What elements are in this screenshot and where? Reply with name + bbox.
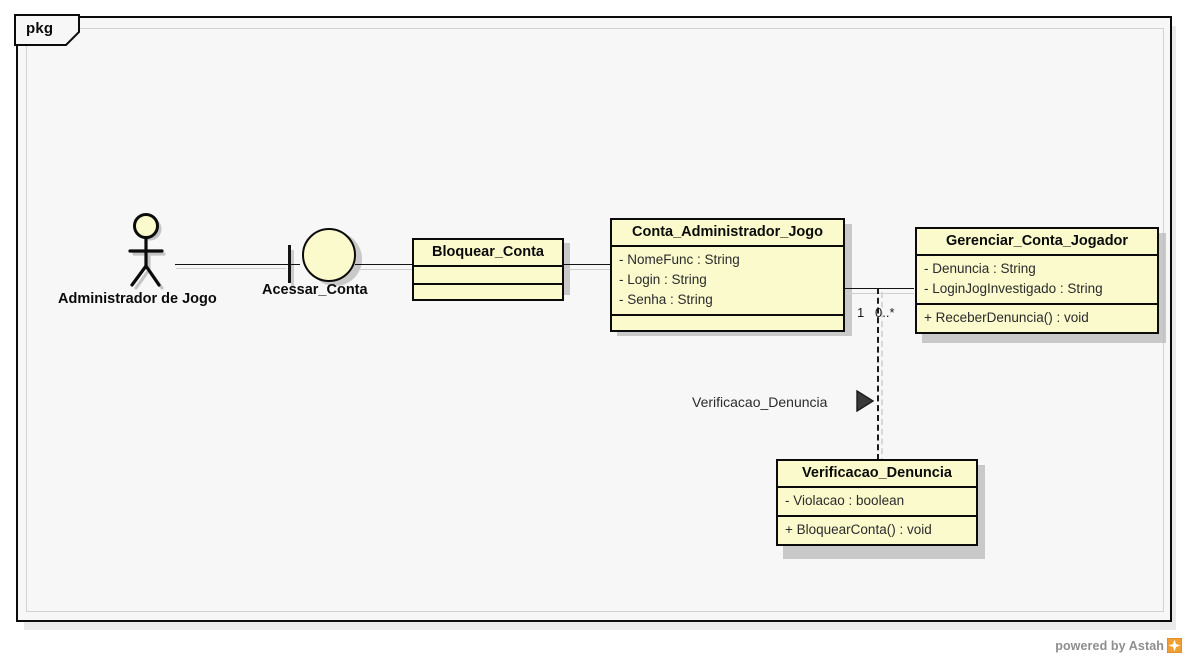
class-attribute: - Login : String (619, 272, 707, 287)
watermark-label: powered by Astah (1055, 638, 1164, 653)
usecase-acessar-conta[interactable] (302, 228, 356, 282)
package-tab: pkg (14, 14, 80, 46)
target-multiplicity-label: 0..* (875, 305, 895, 320)
class-title: Conta_Administrador_Jogo (612, 220, 843, 247)
bloquear-conta-admin-line-shadow (565, 269, 613, 270)
class-bloquear-conta[interactable]: Bloquear_Conta (412, 238, 564, 301)
class-operations-compartment: + ReceberDenuncia() : void (917, 303, 1157, 332)
class-operations-compartment (414, 283, 562, 299)
class-title: Bloquear_Conta (414, 240, 562, 267)
class-title: Verificacao_Denuncia (778, 461, 976, 488)
package-tab-shape-icon (14, 14, 80, 46)
class-attribute: - Senha : String (619, 292, 713, 307)
usecase-bloquear-line (355, 264, 414, 265)
class-attribute: - Denuncia : String (924, 261, 1036, 276)
dependency-line (877, 288, 879, 460)
dependency-label: Verificacao_Denuncia (692, 394, 828, 410)
class-operations-compartment: + BloquearConta() : void (778, 515, 976, 544)
source-multiplicity-label: 1 (857, 305, 865, 320)
bloquear-conta-admin-line (563, 264, 611, 265)
association-line-shadow (846, 293, 914, 294)
class-attribute: - NomeFunc : String (619, 252, 740, 267)
class-attributes-compartment: - Denuncia : String - LoginJogInvestigad… (917, 256, 1157, 303)
class-operation: + BloquearConta() : void (785, 522, 932, 537)
class-verificacao-denuncia[interactable]: Verificacao_Denuncia - Violacao : boolea… (776, 459, 978, 546)
astah-logo-icon (1167, 638, 1182, 653)
class-attributes-compartment: - NomeFunc : String - Login : String - S… (612, 247, 843, 314)
usecase-label: Acessar_Conta (262, 282, 368, 298)
actor-usecase-line (175, 264, 287, 265)
class-operation: + ReceberDenuncia() : void (924, 310, 1089, 325)
class-attributes-compartment: - Violacao : boolean (778, 488, 976, 515)
usecase-port-bar-shadow (291, 250, 294, 288)
actor-usecase-line-shadow (176, 268, 286, 269)
class-gerenciar-conta-jogador[interactable]: Gerenciar_Conta_Jogador - Denuncia : Str… (915, 227, 1159, 334)
class-attributes-compartment (414, 267, 562, 283)
association-line (845, 288, 914, 289)
class-attribute: - LoginJogInvestigado : String (924, 281, 1103, 296)
watermark: powered by Astah (1055, 638, 1182, 653)
dependency-solid-triangle-arrow-icon (856, 390, 875, 412)
package-tab-label: pkg (26, 20, 54, 37)
class-attribute: - Violacao : boolean (785, 493, 905, 508)
actor-label: Administrador de Jogo (58, 291, 217, 307)
dependency-line-shadow (881, 292, 883, 464)
class-operations-compartment (612, 314, 843, 330)
usecase-bloquear-line-shadow (357, 269, 415, 270)
actor-stick-figure-icon (128, 213, 166, 290)
usecase-port-bar (288, 245, 291, 283)
class-conta-administrador-jogo[interactable]: Conta_Administrador_Jogo - NomeFunc : St… (610, 218, 845, 332)
class-title: Gerenciar_Conta_Jogador (917, 229, 1157, 256)
